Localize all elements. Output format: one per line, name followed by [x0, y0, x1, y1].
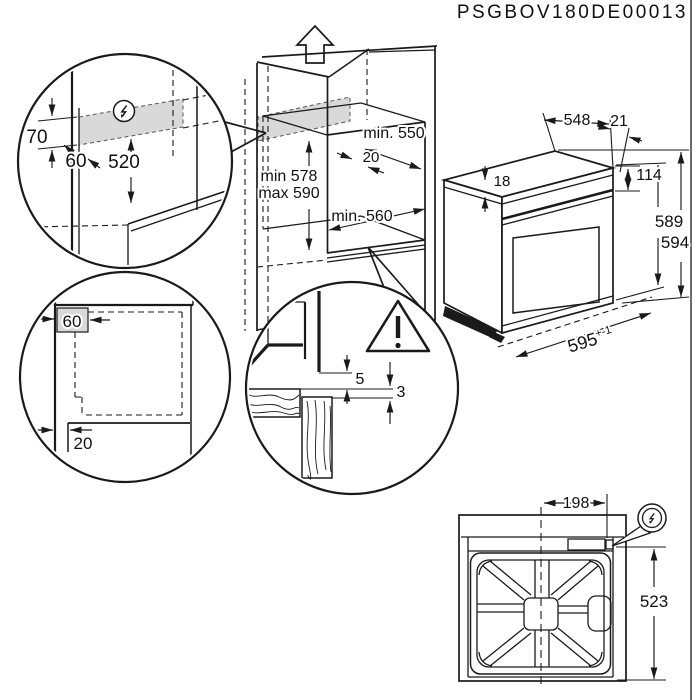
detail-plan-circle: 60 20: [18, 270, 232, 484]
dim-cabinet-width: min. 560: [331, 208, 392, 225]
side-clearance-shading: [56, 307, 89, 333]
dim-elec-height: 70: [26, 127, 47, 148]
dim-elec-distance: 520: [108, 152, 140, 173]
oven-drawing: 548 21 18 114 589 594 595+-1: [440, 110, 691, 359]
dim-oven-total-height: 594: [661, 233, 689, 252]
dim-oven-top-trim: 18: [494, 173, 511, 190]
cable-entry: [605, 539, 614, 550]
oven-back-view: 198 523: [458, 493, 670, 688]
dim-oven-width: 595+-1: [565, 324, 615, 357]
back-panel-bracing: [477, 560, 603, 667]
dim-plan-side: 60: [63, 312, 82, 331]
part-number: PSGBOV180DE00013: [457, 2, 688, 23]
cabinet-panel-board: [301, 396, 333, 479]
dim-oven-door-protrusion: 21: [610, 113, 628, 130]
warning-triangle-icon: [365, 299, 431, 353]
plinth-trim: [443, 306, 498, 338]
cabinet-drawing: min. 550 20 min 578 max 590 min. 560: [224, 24, 438, 331]
dim-cabinet-offset: 20: [363, 149, 380, 166]
up-arrow-icon: [295, 24, 335, 64]
lightning-bolt-icon: [112, 99, 136, 123]
dim-oven-top-depth: 548: [564, 112, 591, 129]
lightning-bolt-callout-icon: [611, 503, 667, 547]
wood-grain: [249, 394, 332, 480]
dim-elec-offset: 60: [65, 151, 86, 172]
dim-oven-panel-height: 114: [636, 167, 662, 184]
detail-clearance-circle: 5 3: [244, 280, 460, 496]
dim-gap-top: 5: [356, 371, 365, 388]
control-panel-edge: [501, 188, 614, 221]
terminal-box: [567, 538, 606, 551]
dim-cabinet-depth: min. 550: [363, 125, 424, 142]
dim-cabinet-height-max: max 590: [258, 185, 319, 202]
detail-electrical-circle: 70 60 520: [16, 52, 234, 270]
dim-back-cable-offset: 198: [563, 495, 590, 512]
dim-back-height: 523: [640, 592, 668, 611]
dim-oven-body-height: 589: [655, 212, 683, 231]
door-window: [512, 226, 600, 314]
dim-plan-front: 20: [74, 434, 93, 453]
dim-cabinet-height-min: min 578: [261, 168, 318, 185]
dim-gap-bottom: 3: [397, 384, 406, 401]
